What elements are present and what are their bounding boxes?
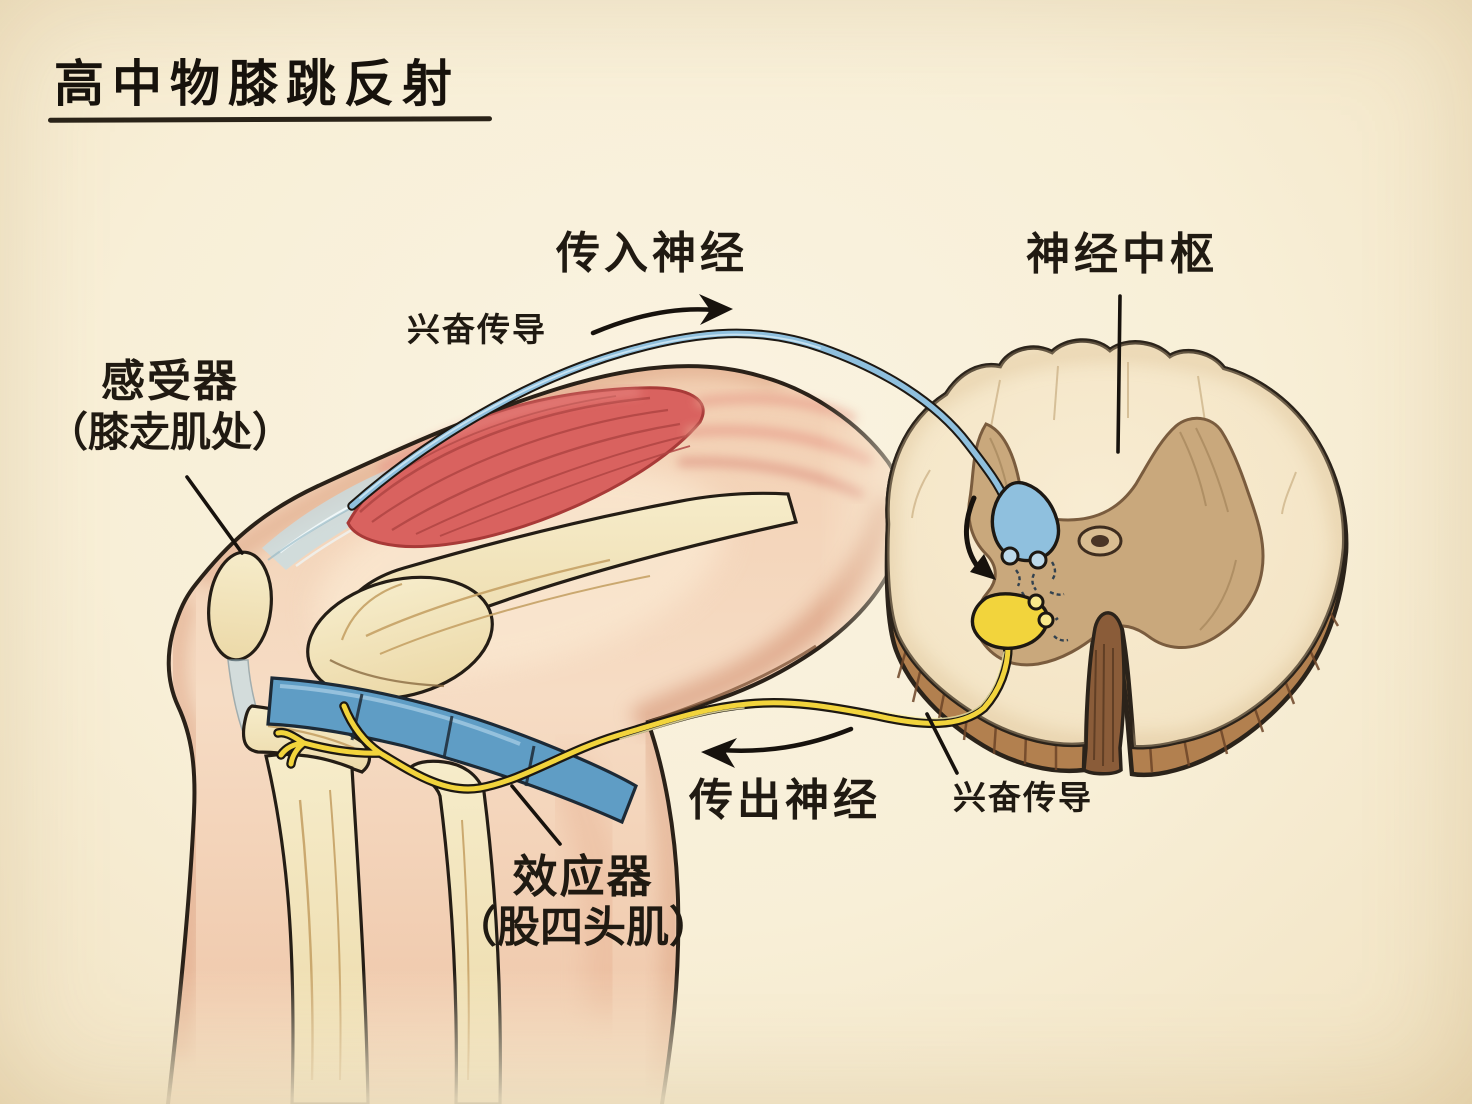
muscle-texture [355, 395, 691, 537]
afferent-terminal-bulb [990, 480, 1061, 563]
femur-texture [340, 558, 651, 655]
synapse [970, 480, 1069, 650]
femur-bone [306, 491, 799, 701]
excitation-conduction-top-label: 兴奋传导 [407, 311, 547, 348]
excitation-conduction-bottom-label: 兴奋传导 [953, 779, 1093, 816]
nerve-center-leader-line [1116, 294, 1122, 454]
page-title: 高中物膝跳反射 [54, 56, 460, 112]
cord-rim-hatching [896, 605, 1340, 773]
central-canal [1077, 525, 1123, 557]
receptor-leader-line [185, 475, 244, 555]
effector-label: 效应器 （股四头肌） [433, 850, 733, 954]
afferent-nerve-label: 传入神经 [556, 229, 748, 278]
synapse-direction-arrow [963, 495, 996, 580]
effector-leader-line [510, 784, 562, 846]
receptor-label: 感受器 （膝赱肌处） [20, 356, 320, 456]
efferent-direction-arrow [701, 726, 854, 768]
knee-ligament-band [266, 676, 638, 825]
cord-surface-detail [887, 342, 1345, 748]
fibula-bone [405, 759, 502, 1104]
spinal-cord-cross-section [884, 338, 1349, 778]
efferent-nerve-label: 传出神经 [689, 776, 881, 825]
nerve-center-label: 神经中枢 [1026, 230, 1218, 279]
afferent-direction-arrow [590, 294, 733, 336]
knee-crease-line [647, 644, 817, 724]
receptor-location: （膝赱肌处） [47, 408, 293, 455]
shin-bone-texture [267, 724, 470, 1081]
ventral-fissure-notch [1082, 611, 1126, 776]
afferent-nerve-path [347, 328, 1011, 511]
efferent-start-bulb [970, 592, 1050, 650]
effector-location: （股四头肌） [454, 904, 712, 953]
leader-lines [185, 294, 1122, 846]
effector-title: 效应器 [512, 851, 654, 902]
conduction-bottom-leader-line [925, 712, 959, 775]
efferent-nerve-path [273, 641, 1013, 794]
receptor-title: 感受器 [101, 357, 239, 406]
